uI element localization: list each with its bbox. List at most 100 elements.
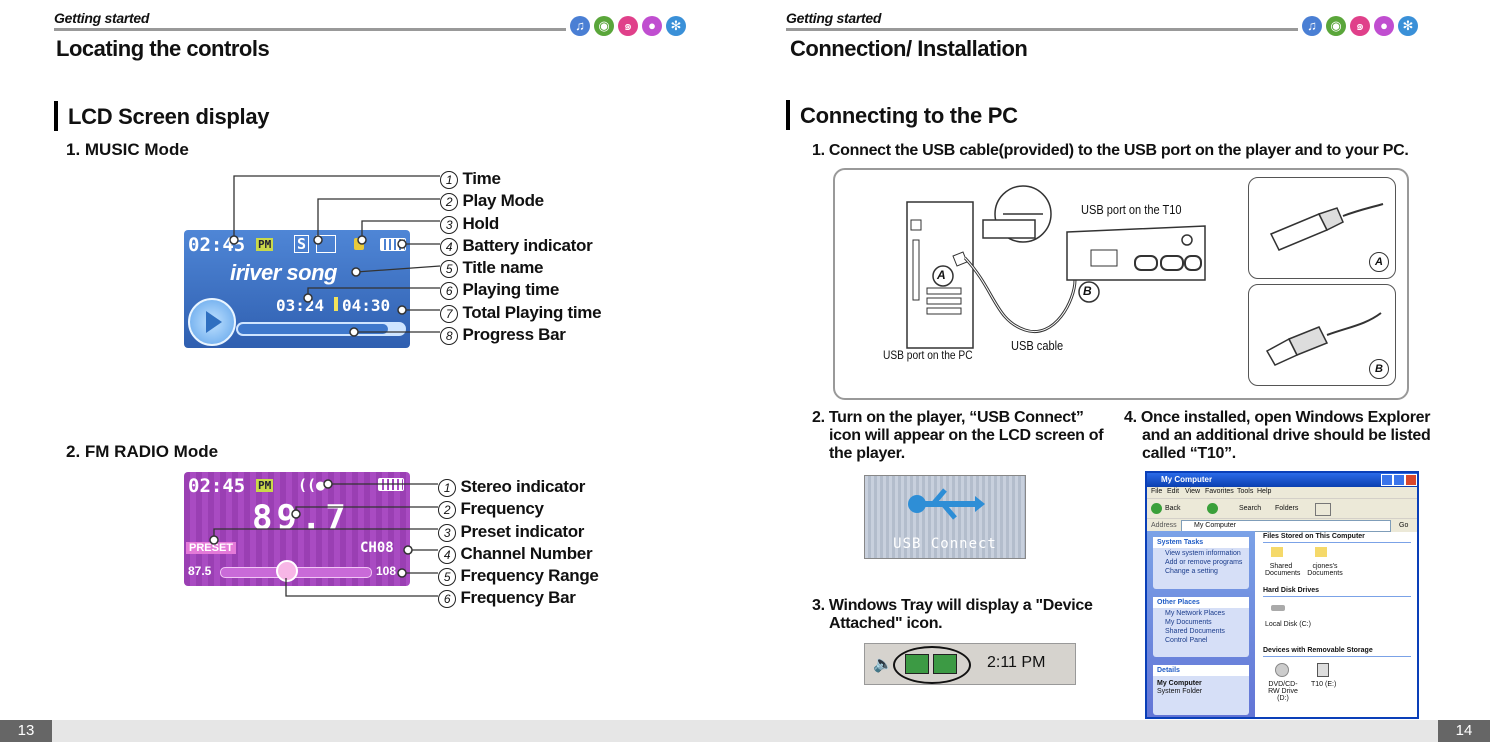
explorer-window: My Computer File Edit View Favorites Too… bbox=[1145, 471, 1419, 719]
music-legend-item: 4 Battery indicator bbox=[440, 235, 601, 257]
settings-gear-icon: ✻ bbox=[1398, 16, 1418, 36]
device-item[interactable]: T10 (E:) bbox=[1311, 681, 1337, 688]
device-attached-icon[interactable] bbox=[933, 654, 957, 674]
usb-a-plug-icon bbox=[1269, 203, 1384, 251]
task-item[interactable]: Change a setting bbox=[1165, 568, 1218, 575]
fm-lcd-preset: PRESET bbox=[186, 542, 237, 554]
fm-legend-item: 2 Frequency bbox=[438, 498, 599, 520]
details-name: My Computer bbox=[1157, 680, 1202, 687]
other-places-panel: Other Places My Network Places My Docume… bbox=[1153, 597, 1249, 657]
step-1-text: 1. Connect the USB cable(provided) to th… bbox=[812, 142, 1409, 159]
device-item[interactable]: DVD/CD-RW Drive (D:) bbox=[1268, 681, 1298, 702]
t10-drive-icon[interactable] bbox=[1317, 663, 1329, 677]
folders-button[interactable]: Folders bbox=[1275, 505, 1299, 512]
details-title[interactable]: Details bbox=[1153, 665, 1249, 676]
fm-lcd-time: 02:45 bbox=[188, 475, 246, 497]
details-panel: Details My Computer System Folder bbox=[1153, 665, 1249, 715]
details-sub: System Folder bbox=[1157, 688, 1203, 695]
back-arrow-icon[interactable] bbox=[1151, 503, 1162, 514]
menu-view[interactable]: View bbox=[1185, 488, 1201, 495]
music-lcd-total: 04:30 bbox=[342, 296, 391, 315]
file-item[interactable]: cjones's Documents bbox=[1307, 563, 1343, 577]
explorer-toolbar: Back Search Folders bbox=[1147, 498, 1417, 519]
menu-file[interactable]: File bbox=[1151, 488, 1163, 495]
music-progress-fill bbox=[238, 324, 388, 334]
voice-icon: ๑ bbox=[618, 16, 638, 36]
explorer-sidebar: System Tasks View system information Add… bbox=[1147, 531, 1255, 717]
menu-favorites[interactable]: Favorites bbox=[1205, 488, 1234, 495]
place-item[interactable]: My Documents bbox=[1165, 619, 1212, 626]
left-section-bar bbox=[54, 101, 58, 131]
speaker-icon[interactable]: 🔈 bbox=[873, 656, 893, 673]
plug-b-label: B bbox=[1369, 359, 1389, 379]
fm-legend-item: 3 Preset indicator bbox=[438, 521, 599, 543]
menu-tools[interactable]: Tools bbox=[1237, 488, 1254, 495]
time-separator bbox=[334, 297, 338, 311]
address-label: Address bbox=[1151, 522, 1177, 529]
back-button[interactable]: Back bbox=[1165, 505, 1181, 512]
go-button[interactable]: Go bbox=[1399, 522, 1409, 529]
music-lcd-playmode: S bbox=[294, 235, 310, 253]
plug-b-box: B bbox=[1248, 284, 1396, 386]
music-legend-item: 3 Hold bbox=[440, 213, 601, 235]
right-page-title: Connection/ Installation bbox=[790, 36, 1028, 61]
file-item[interactable]: Shared Documents bbox=[1265, 563, 1301, 577]
group-files-stored: Files Stored on This Computer bbox=[1263, 533, 1365, 540]
step-3-text: 3. Windows Tray will display a "Device A… bbox=[812, 597, 1093, 632]
music-note-icon: ♫ bbox=[1302, 16, 1322, 36]
music-legend-item: 8 Progress Bar bbox=[440, 324, 601, 346]
forward-arrow-icon[interactable] bbox=[1207, 503, 1218, 514]
record-icon: ● bbox=[642, 16, 662, 36]
fm-lcd-ampm: PM bbox=[256, 479, 274, 492]
other-places-title[interactable]: Other Places bbox=[1153, 597, 1249, 608]
folder-icon[interactable] bbox=[1271, 547, 1283, 557]
hold-lock-icon bbox=[354, 238, 364, 250]
place-item[interactable]: Control Panel bbox=[1165, 637, 1208, 644]
usb-connect-icon bbox=[905, 484, 985, 524]
place-item[interactable]: My Network Places bbox=[1165, 610, 1225, 617]
fm-lcd-channel: CH08 bbox=[360, 540, 394, 556]
left-page-number: 13 bbox=[0, 720, 52, 742]
views-icon[interactable] bbox=[1315, 503, 1331, 516]
menu-edit[interactable]: Edit bbox=[1167, 488, 1180, 495]
minimize-button[interactable] bbox=[1381, 474, 1393, 486]
left-footer-bar bbox=[0, 720, 745, 742]
right-header-rule bbox=[786, 28, 1298, 31]
menu-help[interactable]: Help bbox=[1257, 488, 1272, 495]
fm-lcd-frequency: 89.7 bbox=[252, 498, 350, 538]
radio-icon: ◉ bbox=[594, 16, 614, 36]
label-usb-port-pc: USB port on the PC bbox=[883, 348, 973, 362]
task-item[interactable]: Add or remove programs bbox=[1165, 559, 1243, 566]
connection-illustration bbox=[906, 185, 1206, 349]
close-button[interactable] bbox=[1405, 474, 1417, 486]
plug-a-label: A bbox=[1369, 252, 1389, 272]
address-field[interactable]: My Computer bbox=[1181, 520, 1391, 532]
device-attached-icon[interactable] bbox=[905, 654, 929, 674]
explorer-addressbar: Address My Computer Go bbox=[1147, 518, 1417, 532]
music-lcd-screen: 02:45 PM S iriver song 03:24 04:30 bbox=[184, 230, 410, 348]
maximize-button[interactable] bbox=[1393, 474, 1405, 486]
explorer-menubar: File Edit View Favorites Tools Help bbox=[1147, 487, 1417, 498]
left-header-icons: ♫◉๑●✻ bbox=[566, 16, 686, 36]
music-legend-item: 2 Play Mode bbox=[440, 190, 601, 212]
explorer-titlebar: My Computer bbox=[1147, 473, 1417, 487]
hard-disk-icon[interactable] bbox=[1271, 605, 1285, 611]
right-footer-bar bbox=[745, 720, 1490, 742]
disk-item[interactable]: Local Disk (C:) bbox=[1265, 621, 1311, 628]
dvd-drive-icon[interactable] bbox=[1275, 663, 1289, 677]
device-attached-highlight bbox=[893, 646, 971, 684]
search-button[interactable]: Search bbox=[1239, 505, 1262, 512]
folder-icon[interactable] bbox=[1315, 547, 1327, 557]
right-page-number: 14 bbox=[1438, 720, 1490, 742]
label-usb-cable: USB cable bbox=[1011, 338, 1064, 353]
fm-legend-item: 4 Channel Number bbox=[438, 543, 599, 565]
task-item[interactable]: View system information bbox=[1165, 550, 1241, 557]
music-legend-item: 7 Total Playing time bbox=[440, 302, 602, 324]
settings-gear-icon: ✻ bbox=[666, 16, 686, 36]
system-tasks-title[interactable]: System Tasks bbox=[1153, 537, 1249, 548]
music-legend-item: 1 Time bbox=[440, 168, 601, 190]
place-item[interactable]: Shared Documents bbox=[1165, 628, 1225, 635]
system-tray: 🔈 2:11 PM bbox=[864, 643, 1076, 685]
stereo-icon: ((● bbox=[298, 476, 326, 494]
right-section-bar bbox=[786, 100, 790, 130]
